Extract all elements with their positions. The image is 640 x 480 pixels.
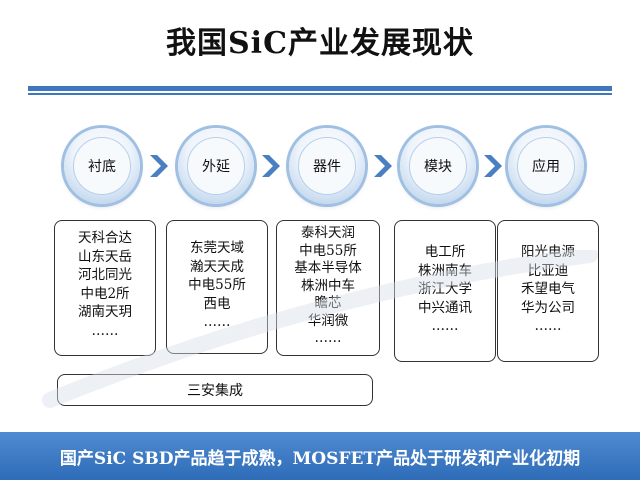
footer-text: 国产SiC SBD产品趋于成熟，MOSFET产品处于研发和产业化初期 — [59, 448, 581, 469]
stage-module: 模块 — [400, 128, 476, 204]
stage-label: 衬底 — [73, 137, 131, 195]
stage-device: 器件 — [289, 128, 365, 204]
stage-label: 外延 — [187, 137, 245, 195]
company-name: …… — [314, 330, 342, 346]
stage-epitaxy: 外延 — [178, 128, 254, 204]
company-name: 湖南天玥 — [78, 304, 132, 320]
company-name: 电工所 — [424, 244, 466, 260]
stage-label: 器件 — [298, 137, 356, 195]
stage-substrate: 衬底 — [64, 128, 140, 204]
integrated-company-label: 三安集成 — [187, 383, 243, 399]
companies-box-application: 阳光电源 比亚迪 禾望电气 华为公司 …… — [497, 220, 599, 362]
company-name: 天科合达 — [78, 230, 132, 246]
companies-box-device: 泰科天润 中电55所 基本半导体 株洲中车 瞻芯 华润微 …… — [276, 220, 380, 356]
companies-box-substrate: 天科合达 山东天岳 河北同光 中电2所 湖南天玥 …… — [54, 220, 156, 356]
chevron-right-icon — [150, 155, 168, 177]
company-name: 中电55所 — [188, 277, 246, 293]
company-name: 中电2所 — [80, 285, 130, 302]
company-name: 华为公司 — [521, 299, 575, 316]
company-name: 中兴通讯 — [418, 299, 472, 316]
company-name: 中电55所 — [299, 242, 357, 259]
company-name: 华润微 — [307, 312, 349, 329]
company-name: 东莞天域 — [190, 240, 244, 256]
company-name: 山东天岳 — [78, 248, 132, 265]
stage-label: 应用 — [517, 137, 575, 195]
company-name: …… — [431, 318, 459, 334]
company-name: 株洲南车 — [418, 262, 472, 279]
company-name: 基本半导体 — [294, 260, 362, 276]
company-name: 株洲中车 — [301, 277, 355, 294]
company-name: …… — [91, 322, 119, 339]
company-name: …… — [534, 318, 562, 334]
title-rule-thin — [28, 93, 612, 95]
company-name: 河北同光 — [78, 267, 132, 283]
companies-box-epitaxy: 东莞天域 瀚天天成 中电55所 西电 …… — [166, 220, 268, 354]
company-name: 泰科天润 — [301, 225, 355, 241]
title-rule-thick — [28, 86, 612, 91]
companies-box-module: 电工所 株洲南车 浙江大学 中兴通讯 …… — [394, 220, 496, 362]
company-name: 浙江大学 — [418, 281, 472, 297]
company-name: 禾望电气 — [521, 281, 575, 297]
stage-label: 模块 — [409, 137, 467, 195]
chevron-right-icon — [262, 155, 280, 177]
chevron-right-icon — [374, 155, 392, 177]
company-name: 阳光电源 — [521, 244, 575, 260]
page-title: 我国SiC产业发展现状 — [166, 26, 474, 61]
footer-banner: 国产SiC SBD产品趋于成熟，MOSFET产品处于研发和产业化初期 — [0, 432, 640, 480]
company-name: …… — [203, 314, 231, 330]
integrated-company-box: 三安集成 — [57, 374, 373, 406]
company-name: 瞻芯 — [314, 295, 342, 311]
company-name: 瀚天天成 — [190, 258, 244, 275]
stage-application: 应用 — [508, 128, 584, 204]
company-name: 西电 — [203, 295, 231, 312]
company-name: 比亚迪 — [527, 262, 569, 279]
chevron-right-icon — [484, 155, 502, 177]
